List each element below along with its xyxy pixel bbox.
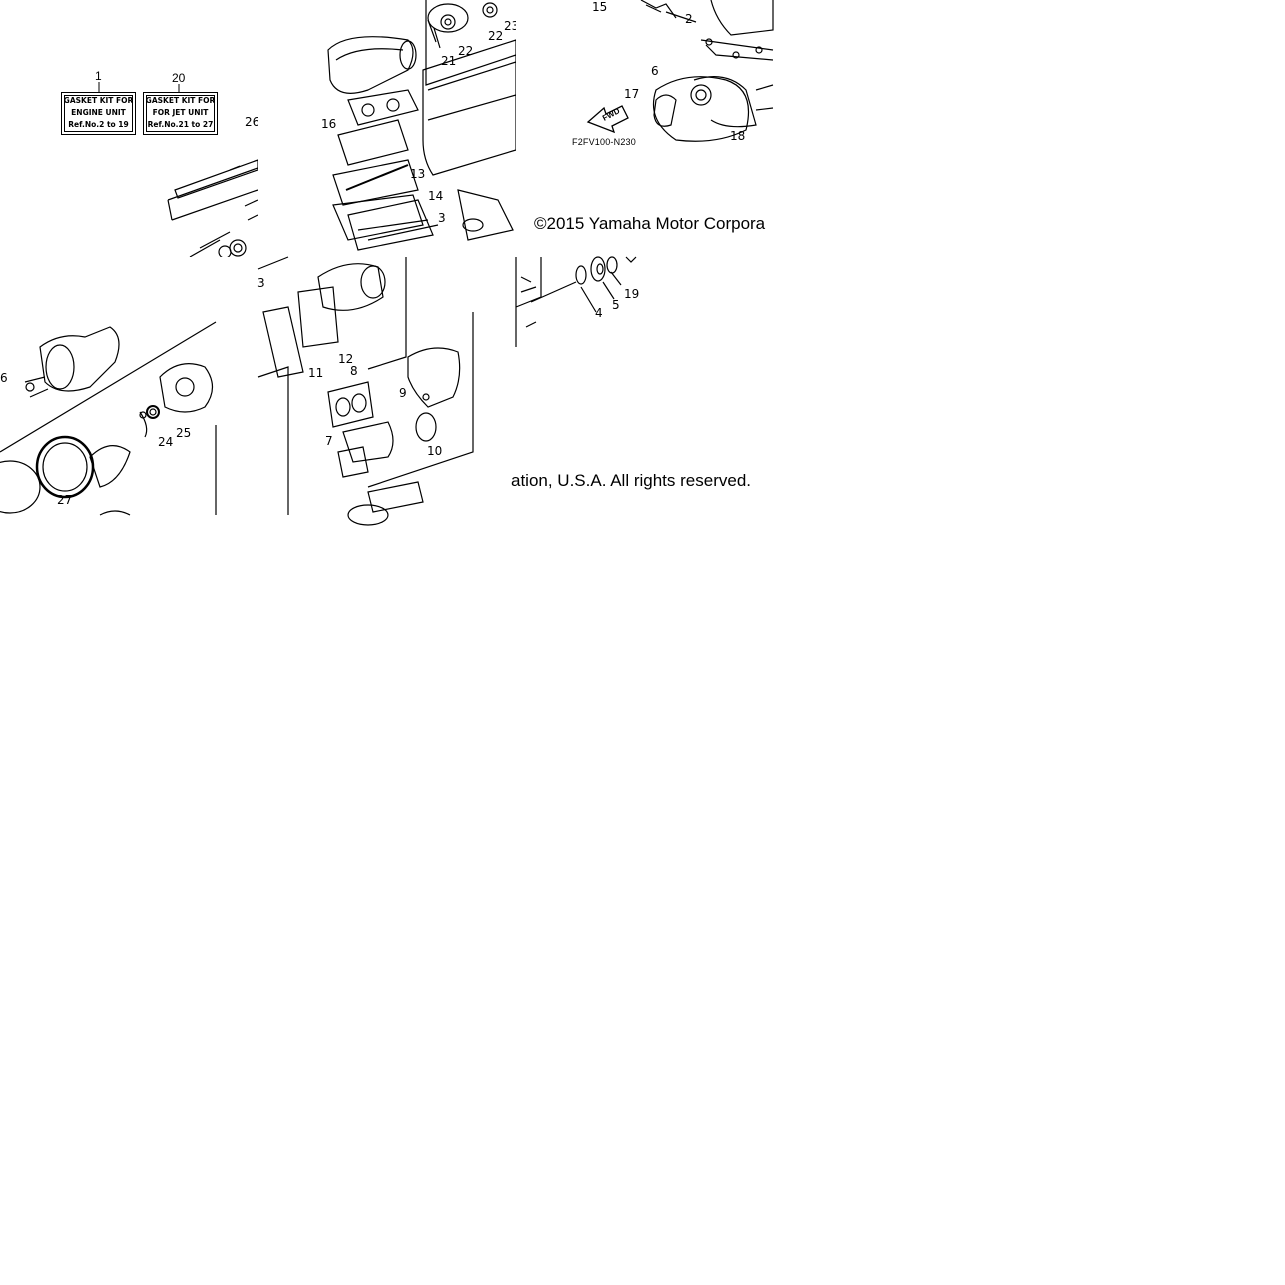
callout-9: 9 bbox=[399, 386, 407, 400]
diagram-tile-exhaust: 16 13 14 3 21 22 22 23 bbox=[258, 0, 520, 257]
callout-25: 25 bbox=[176, 426, 192, 440]
callout-12: 12 bbox=[338, 352, 354, 366]
callout-19: 19 bbox=[624, 287, 640, 301]
kit-line: ENGINE UNIT bbox=[71, 108, 126, 117]
callout-10: 10 bbox=[427, 444, 443, 458]
shaft-drawing bbox=[167, 159, 259, 259]
cylinder-drawing bbox=[586, 0, 774, 142]
callout-23: 23 bbox=[504, 19, 520, 33]
callout-21: 21 bbox=[441, 54, 457, 68]
diagram-tile-manifold: 3 12 11 8 9 7 10 bbox=[257, 256, 516, 526]
callout-6: 6 bbox=[651, 64, 659, 78]
kit-ref-number: 20 bbox=[172, 71, 186, 85]
callout-6: 6 bbox=[0, 371, 8, 385]
callout-16: 16 bbox=[321, 117, 337, 131]
callout-2: 2 bbox=[685, 12, 693, 26]
callout-15: 15 bbox=[592, 0, 608, 14]
callout-11: 11 bbox=[308, 366, 324, 380]
callout-7: 7 bbox=[325, 434, 333, 448]
pulley-drawing bbox=[515, 256, 637, 347]
callout-13: 13 bbox=[410, 167, 426, 181]
diagram-tile-kits: 1 GASKET KIT FOR ENGINE UNIT Ref.No.2 to… bbox=[0, 0, 261, 259]
callout-26: 26 bbox=[245, 115, 261, 129]
manifold-drawing bbox=[257, 256, 474, 526]
diagram-code: F2FV100-N230 bbox=[572, 137, 636, 147]
kit-line: GASKET KIT FOR bbox=[63, 96, 134, 105]
jet-pump-drawing bbox=[0, 321, 217, 516]
kit-line: Ref.No.2 to 19 bbox=[68, 120, 129, 129]
callout-17: 17 bbox=[624, 87, 640, 101]
callout-8: 8 bbox=[350, 364, 358, 378]
kit-line: FOR JET UNIT bbox=[152, 108, 209, 117]
copyright-text-part2: ation, U.S.A. All rights reserved. bbox=[511, 471, 751, 490]
jet-gasket-kit-box: GASKET KIT FOR FOR JET UNIT Ref.No.21 to… bbox=[143, 92, 218, 135]
kit-line: Ref.No.21 to 27 bbox=[147, 120, 214, 129]
copyright-text-part1: ©2015 Yamaha Motor Corpora bbox=[534, 214, 766, 233]
callout-3: 3 bbox=[438, 211, 446, 225]
callout-24: 24 bbox=[158, 435, 174, 449]
fwd-arrow-icon bbox=[586, 105, 629, 134]
callout-18: 18 bbox=[730, 129, 746, 143]
callout-5: 5 bbox=[612, 298, 620, 312]
callout-22: 22 bbox=[458, 44, 474, 58]
diagram-tile-pulley: 4 5 19 ation, U.S.A. All rights reserved… bbox=[511, 256, 773, 515]
callout-27: 27 bbox=[57, 493, 73, 507]
diagram-tile-jet-pump: 6 24 25 27 bbox=[0, 257, 258, 516]
kit-ref-number: 1 bbox=[95, 69, 102, 83]
engine-gasket-kit-box: GASKET KIT FOR ENGINE UNIT Ref.No.2 to 1… bbox=[61, 92, 136, 135]
exhaust-drawing bbox=[327, 0, 517, 251]
kit-line: GASKET KIT FOR bbox=[145, 96, 216, 105]
callout-22: 22 bbox=[488, 29, 504, 43]
diagram-tile-cylinder: FWD 15 2 6 17 18 F2FV100-N230 ©2015 Yama… bbox=[516, 0, 774, 257]
callout-14: 14 bbox=[428, 189, 444, 203]
callout-4: 4 bbox=[595, 306, 603, 320]
callout-3: 3 bbox=[257, 276, 265, 290]
